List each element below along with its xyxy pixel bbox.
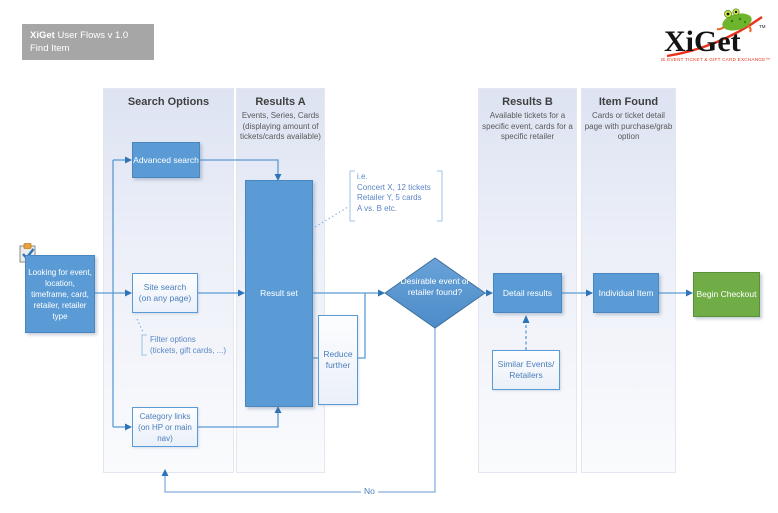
similar-events-line1: Similar Events/ [497,359,555,369]
node-result-set: Result set [245,180,313,407]
title-block: XiGet User Flows v 1.0 Find Item [22,24,154,60]
ie-note-line1: i.e. [357,172,368,181]
brand-logo: XiGet TM THE EVENT TICKET & GIFT CARD EX… [656,6,771,68]
site-search-line2: (on any page) [138,293,192,303]
node-similar-events-label: Similar Events/ Retailers [498,359,555,381]
node-start-label: Looking for event, location, timeframe, … [28,267,92,321]
filter-note-line1: Filter options [150,335,196,344]
lane-description: Available tickets for a specific event, … [482,111,573,141]
lane-description: Events, Series, Cards (displaying amount… [240,111,321,141]
site-search-line1: Site search [143,282,187,292]
node-reduce-further: Reduce further [318,315,358,405]
similar-events-line2: Retailers [509,370,543,380]
logo-trademark: TM [759,24,766,29]
note-ie-example: i.e. Concert X, 12 tickets Retailer Y, 5… [357,172,442,214]
no-branch-label: No [361,486,378,496]
doc-title: User Flows v 1.0 [54,30,129,41]
connector-category-to-resultset [197,413,279,428]
xiget-logo-graphic: XiGet TM THE EVENT TICKET & GIFT CARD EX… [656,8,770,62]
lane-title: Results B [502,96,553,108]
node-advanced-search: Advanced search [132,142,200,178]
node-advanced-search-label: Advanced search [133,154,199,165]
node-begin-checkout-label: Begin Checkout [696,289,757,299]
decision-diamond-shape [384,257,486,329]
connector-to-reduce-further [358,293,366,359]
node-category-links: Category links (on HP or main nav) [132,407,198,447]
node-detail-results-label: Detail results [502,287,553,298]
filter-note-line2: (tickets, gift cards, ...) [150,345,227,355]
node-begin-checkout: Begin Checkout [693,272,760,317]
logo-brand-text: XiGet [664,25,741,58]
node-individual-item-label: Individual Item [598,287,654,298]
connector-no-loop [164,328,436,493]
node-individual-item: Individual Item [593,273,659,313]
node-site-search-label: Site search (on any page) [139,282,191,304]
lane-description: Cards or ticket detail page with purchas… [584,111,673,141]
node-result-set-label: Result set [260,288,298,298]
node-decision-label: Desirable event or retailer found? [400,276,470,297]
doc-title-line: XiGet User Flows v 1.0 [30,29,146,42]
frog-icon [716,8,752,33]
annotation-brackets [141,170,443,356]
connector-filter-dotted [136,318,144,333]
category-links-line2: (on HP or main nav) [138,422,192,443]
node-site-search: Site search (on any page) [132,273,198,313]
ie-note-line4: A vs. B etc. [357,203,398,213]
logo-tagline: THE EVENT TICKET & GIFT CARD EXCHANGE™ [661,57,770,62]
note-filter-options: Filter options (tickets, gift cards, ...… [150,335,245,356]
category-links-line1: Category links [139,411,191,421]
lane-title: Results A [255,96,306,108]
node-detail-results: Detail results [493,273,562,313]
node-reduce-further-label: Reduce further [323,349,353,370]
doc-subtitle: Find Item [30,43,70,54]
logo-swoosh [666,16,763,58]
node-category-links-label: Category links (on HP or main nav) [133,411,197,444]
ie-note-line3: Retailer Y, 5 cards [357,193,422,202]
node-start: Looking for event, location, timeframe, … [25,255,95,333]
ie-note-line2: Concert X, 12 tickets [357,182,431,192]
connector-advanced-to-resultset [200,159,279,174]
doc-brand: XiGet [30,30,55,41]
arrowheads [125,156,693,476]
lane-title: Search Options [127,96,210,108]
lane-title: Item Found [598,96,659,108]
node-similar-events: Similar Events/ Retailers [492,350,560,390]
connector-ienote-dotted [314,206,349,228]
